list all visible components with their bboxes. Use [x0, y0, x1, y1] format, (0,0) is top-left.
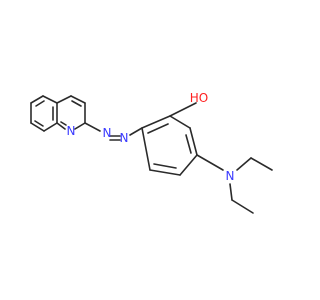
azo-nitrogen-2-label: N [120, 131, 129, 145]
quinoline-nitrogen-label: N [67, 124, 76, 138]
molecule-structure: HO N N N N [30, 91, 273, 214]
hydroxyl-bond [169, 102, 197, 117]
structure-canvas: HO N N N N [30, 91, 273, 214]
quinoline-benzo-ring [30, 95, 58, 132]
phenol-ring [141, 115, 198, 176]
azo-nitrogen-1-label: N [103, 126, 112, 140]
amine-nitrogen-label: N [226, 169, 235, 183]
quinoline-pyridine-ring [56, 95, 86, 130]
hydroxyl-label: HO [190, 91, 208, 105]
azo-linkage [84, 122, 143, 141]
diethylamino-group [196, 154, 273, 214]
